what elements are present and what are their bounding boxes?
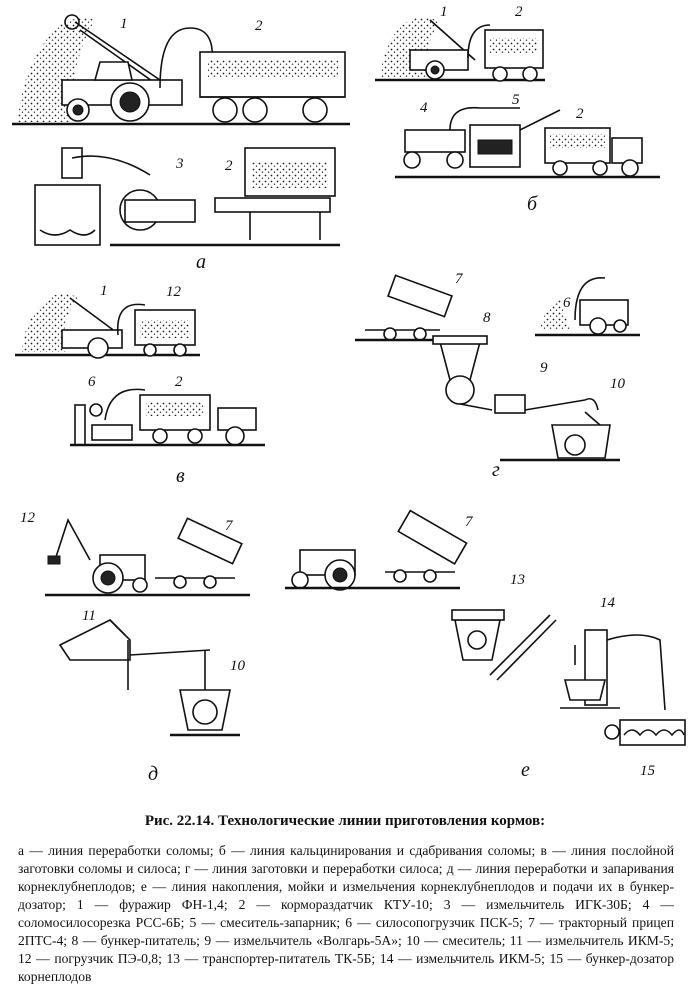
mixer-10 xyxy=(551,411,611,459)
forage-harvester-1 xyxy=(61,297,146,359)
label-14: 14 xyxy=(600,595,616,611)
silage-loader-6 xyxy=(74,388,146,446)
label-2: 2 xyxy=(255,18,263,34)
figure-drawing: 1 2 3 2 а xyxy=(12,4,686,785)
crusher-9 xyxy=(494,394,599,414)
label-11: 11 xyxy=(82,608,96,624)
label-3: 3 xyxy=(175,156,184,172)
figure-caption-title: Рис. 22.14. Технологические линии пригот… xyxy=(144,813,546,829)
label-2: 2 xyxy=(515,4,523,20)
feed-distributor-2 xyxy=(139,394,257,446)
panel-d: 12 7 11 10 д xyxy=(20,510,250,785)
label-15: 15 xyxy=(640,763,656,779)
label-2b: 2 xyxy=(576,106,584,122)
label-7: 7 xyxy=(455,271,464,287)
feeder-hopper-8 xyxy=(451,609,505,661)
label-1: 1 xyxy=(440,4,448,20)
label-2: 2 xyxy=(175,374,183,390)
panel-b: 1 2 4 5 2 б xyxy=(375,4,660,215)
panel-letter-a: а xyxy=(196,251,206,273)
panel-letter-b: б xyxy=(527,193,538,215)
label-8: 8 xyxy=(483,310,491,326)
feed-distributor-2 xyxy=(199,51,346,123)
figure-caption-text: а — линия переработки соломы; б — линия … xyxy=(18,843,674,984)
label-10: 10 xyxy=(610,376,626,392)
label-1: 1 xyxy=(120,16,128,32)
feed-distributor-2b xyxy=(214,147,336,240)
forage-harvester-1 xyxy=(61,14,214,122)
label-13: 13 xyxy=(510,572,525,588)
label-2b: 2 xyxy=(225,158,233,174)
panel-v: 1 12 6 2 в xyxy=(15,283,265,487)
crusher-14 xyxy=(560,629,666,711)
mixer-steamer-5 xyxy=(449,106,561,168)
tractor-trailer-7 xyxy=(155,517,243,589)
crusher-line-3 xyxy=(34,147,340,247)
panel-letter-v: в xyxy=(176,465,185,487)
straw-heap xyxy=(18,17,95,122)
label-12: 12 xyxy=(166,284,182,300)
mixer-10 xyxy=(179,650,231,731)
cutter-4 xyxy=(403,129,466,169)
label-6: 6 xyxy=(88,374,96,390)
panel-a: 1 2 3 2 а xyxy=(12,14,350,273)
label-7: 7 xyxy=(225,518,234,534)
conveyor-13 xyxy=(489,614,557,681)
feed-distributor-2b xyxy=(544,127,643,177)
forage-harvester-1 xyxy=(409,19,491,80)
root-dosing-hopper-15 xyxy=(604,719,686,746)
panel-e: 7 13 14 15 е xyxy=(285,509,686,781)
label-9: 9 xyxy=(540,360,548,376)
label-7: 7 xyxy=(465,514,474,530)
panel-letter-d: д xyxy=(148,763,158,785)
loader-12 xyxy=(47,517,148,594)
crusher-11 xyxy=(58,619,211,690)
feed-distributor-2 xyxy=(484,29,544,82)
label-6: 6 xyxy=(563,295,571,311)
label-4: 4 xyxy=(420,100,428,116)
panel-g: 7 8 6 9 10 г xyxy=(355,271,640,481)
loader-12-trailer xyxy=(134,309,196,357)
label-10: 10 xyxy=(230,658,246,674)
silage-loader-6 xyxy=(540,277,629,335)
label-5: 5 xyxy=(512,92,520,108)
label-12: 12 xyxy=(20,510,36,526)
tractor-trailer-7 xyxy=(365,274,453,341)
panel-letter-e: е xyxy=(521,759,530,781)
panel-letter-g: г xyxy=(492,459,500,481)
label-1: 1 xyxy=(100,283,108,299)
tractor-trailer-7 xyxy=(291,509,468,591)
feeder-hopper-8 xyxy=(432,335,493,411)
